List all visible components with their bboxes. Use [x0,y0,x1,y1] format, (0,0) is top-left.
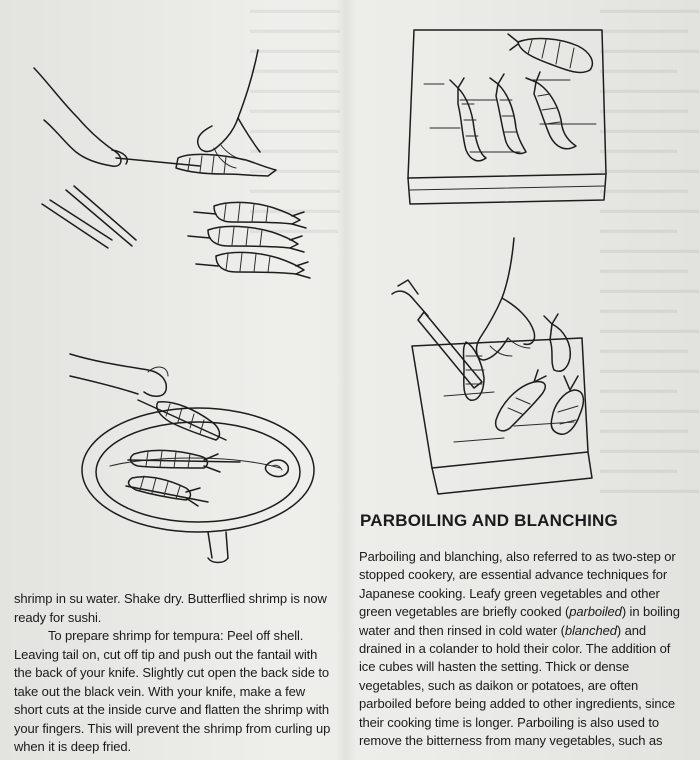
right-paragraph-italic-1: parboiled [569,604,622,620]
right-paragraph-part-1: Parboiling and blanching, also referred … [359,549,676,620]
page-gutter [336,0,356,760]
illustration-flattening-shrimp [384,236,614,502]
section-heading: PARBOILING AND BLANCHING [360,511,618,530]
right-paragraph-italic-2: blanched [564,622,617,638]
illustration-board-shrimp [400,24,620,220]
illustration-skewering-shrimp [20,40,320,290]
right-paragraph-part-2: ) in boiling water and then rinsed in co… [359,604,680,638]
left-paragraph-2: To prepare shrimp for tempura: Peel off … [14,628,331,754]
right-paragraph: Parboiling and blanching, also referred … [359,548,680,750]
show-through-right: ▬▬▬▬▬▬▬▬▬ ▬▬▬▬▬▬▬▬ ▬▬▬▬▬▬▬▬▬ ▬▬▬▬▬▬▬ ▬▬▬… [600,4,699,496]
left-paragraph-1: shrimp in su water. Shake dry. Butterfli… [14,591,327,625]
show-through-left: ▬▬▬▬▬▬▬▬▬▬ ▬▬▬▬▬▬▬▬▬ ▬▬▬▬▬▬▬▬▬▬ ▬▬▬▬▬▬▬▬… [250,4,340,236]
left-column-text: shrimp in su water. Shake dry. Butterfli… [14,590,336,757]
right-paragraph-part-3: ) and drained in a colander to hold thei… [359,622,676,749]
illustration-shrimp-in-pan [40,336,320,568]
